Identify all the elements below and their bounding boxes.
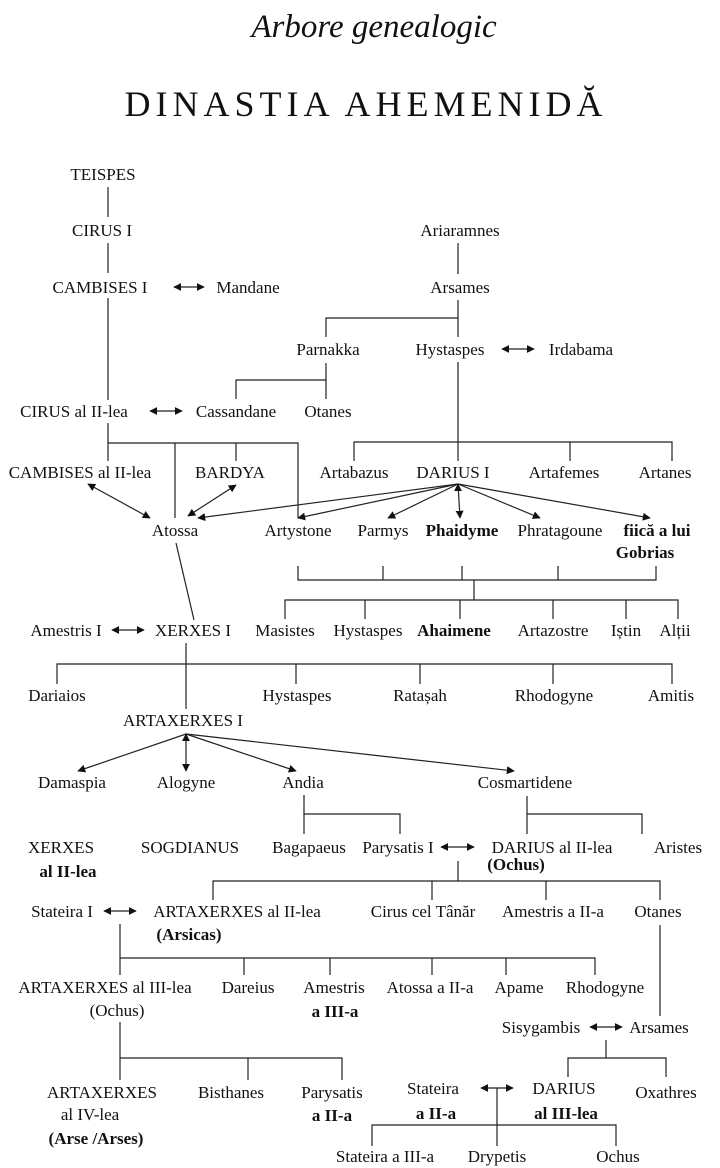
node-artaxerxes-ii-line1: ARTAXERXES al II-lea <box>153 902 321 921</box>
node-mandane: Mandane <box>216 278 279 297</box>
node-aristes: Aristes <box>654 838 702 857</box>
node-parmys: Parmys <box>358 521 409 540</box>
node-stateira-ii-line2: a II-a <box>416 1104 457 1123</box>
node-ahaimene: Ahaimene <box>417 621 491 640</box>
node-artaxerxes-iv-line1: ARTAXERXES <box>47 1083 157 1102</box>
node-dareius: Dareius <box>222 978 275 997</box>
node-atossa: Atossa <box>152 521 199 540</box>
node-damaspia: Damaspia <box>38 773 106 792</box>
node-artazostre: Artazostre <box>518 621 589 640</box>
node-otanes-1: Otanes <box>304 402 351 421</box>
node-bagapaeus: Bagapaeus <box>272 838 346 857</box>
node-phaidyme: Phaidyme <box>426 521 499 540</box>
node-apame: Apame <box>494 978 543 997</box>
node-gobrias-daughter-line1: fiică a lui <box>623 521 690 540</box>
node-artystone: Artystone <box>264 521 331 540</box>
node-cambises-ii: CAMBISES al II-lea <box>9 463 152 482</box>
node-amestris-ii: Amestris a II-a <box>502 902 604 921</box>
node-ariaramnes: Ariaramnes <box>420 221 499 240</box>
node-hystaspes-3: Hystaspes <box>263 686 332 705</box>
node-artaxerxes-iv-line2: al IV-lea <box>61 1105 120 1124</box>
node-masistes: Masistes <box>255 621 315 640</box>
node-arsames-2: Arsames <box>629 1018 688 1037</box>
node-oxathres: Oxathres <box>635 1083 696 1102</box>
node-darius-iii-line1: DARIUS <box>532 1079 595 1098</box>
node-artaxerxes-iii-line2: (Ochus) <box>90 1001 145 1020</box>
node-stateira-iii: Stateira a III-a <box>336 1147 435 1166</box>
node-hystaspes-1: Hystaspes <box>416 340 485 359</box>
node-andia: Andia <box>282 773 324 792</box>
node-artabazus: Artabazus <box>320 463 389 482</box>
node-artaxerxes-iv-line3: (Arse /Arses) <box>49 1129 144 1148</box>
node-bisthanes: Bisthanes <box>198 1083 264 1102</box>
node-cirus-i: CIRUS I <box>72 221 132 240</box>
marriage-arrows <box>103 283 623 1092</box>
node-xerxes-ii-line2: al II-lea <box>39 862 97 881</box>
node-parnakka: Parnakka <box>296 340 360 359</box>
node-darius-iii-line2: al III-lea <box>534 1104 598 1123</box>
node-stateira-ii-line1: Stateira <box>407 1079 459 1098</box>
tree-nodes: TEISPES CIRUS I CAMBISES I Mandane Ariar… <box>9 165 702 1166</box>
node-parysatis-ii-line2: a II-a <box>312 1106 353 1125</box>
node-amestris-iii-line2: a III-a <box>312 1002 359 1021</box>
node-amitis: Amitis <box>648 686 694 705</box>
node-sisygambis: Sisygambis <box>502 1018 580 1037</box>
page-title: Arbore genealogic <box>249 9 497 45</box>
node-artanes: Artanes <box>639 463 692 482</box>
node-cirus-cel-tanar: Cirus cel Tânăr <box>371 902 476 921</box>
node-cosmartidene: Cosmartidene <box>478 773 572 792</box>
node-sogdianus: SOGDIANUS <box>141 838 239 857</box>
node-gobrias-daughter-line2: Gobrias <box>616 543 675 562</box>
node-dariaios: Dariaios <box>28 686 86 705</box>
node-rhodogyne-1: Rhodogyne <box>515 686 593 705</box>
node-amestris-i: Amestris I <box>30 621 102 640</box>
node-otanes-2: Otanes <box>634 902 681 921</box>
node-artafemes: Artafemes <box>529 463 600 482</box>
node-istin: Iștin <box>611 621 642 640</box>
node-arsames: Arsames <box>430 278 489 297</box>
node-xerxes-i: XERXES I <box>155 621 231 640</box>
node-hystaspes-2: Hystaspes <box>334 621 403 640</box>
node-xerxes-ii-line1: XERXES <box>28 838 94 857</box>
page-subtitle: DINASTIA AHEMENIDĂ <box>125 84 608 124</box>
node-rhodogyne-2: Rhodogyne <box>566 978 644 997</box>
node-darius-i: DARIUS I <box>416 463 490 482</box>
node-bardya: BARDYA <box>195 463 266 482</box>
node-irdabama: Irdabama <box>549 340 614 359</box>
node-phratagoune: Phratagoune <box>518 521 603 540</box>
spouse-arrows <box>77 483 651 775</box>
node-cambises-i: CAMBISES I <box>53 278 148 297</box>
node-teispes: TEISPES <box>70 165 135 184</box>
node-parysatis-i: Parysatis I <box>362 838 434 857</box>
node-altii: Alții <box>659 621 690 640</box>
node-atossa-ii: Atossa a II-a <box>387 978 474 997</box>
node-stateira-i: Stateira I <box>31 902 93 921</box>
node-parysatis-ii-line1: Parysatis <box>301 1083 362 1102</box>
node-darius-ii-line2: (Ochus) <box>487 855 545 874</box>
node-ochus: Ochus <box>596 1147 639 1166</box>
node-amestris-iii-line1: Amestris <box>303 978 364 997</box>
node-alogyne: Alogyne <box>157 773 216 792</box>
node-ratasah: Ratașah <box>393 686 447 705</box>
node-cassandane: Cassandane <box>196 402 276 421</box>
node-artaxerxes-iii-line1: ARTAXERXES al III-lea <box>18 978 192 997</box>
node-artaxerxes-i: ARTAXERXES I <box>123 711 243 730</box>
node-drypetis: Drypetis <box>468 1147 527 1166</box>
node-artaxerxes-ii-line2: (Arsicas) <box>156 925 221 944</box>
node-darius-ii-line1: DARIUS al II-lea <box>492 838 613 857</box>
tree-connectors <box>56 187 679 1146</box>
node-cirus-ii: CIRUS al II-lea <box>20 402 128 421</box>
